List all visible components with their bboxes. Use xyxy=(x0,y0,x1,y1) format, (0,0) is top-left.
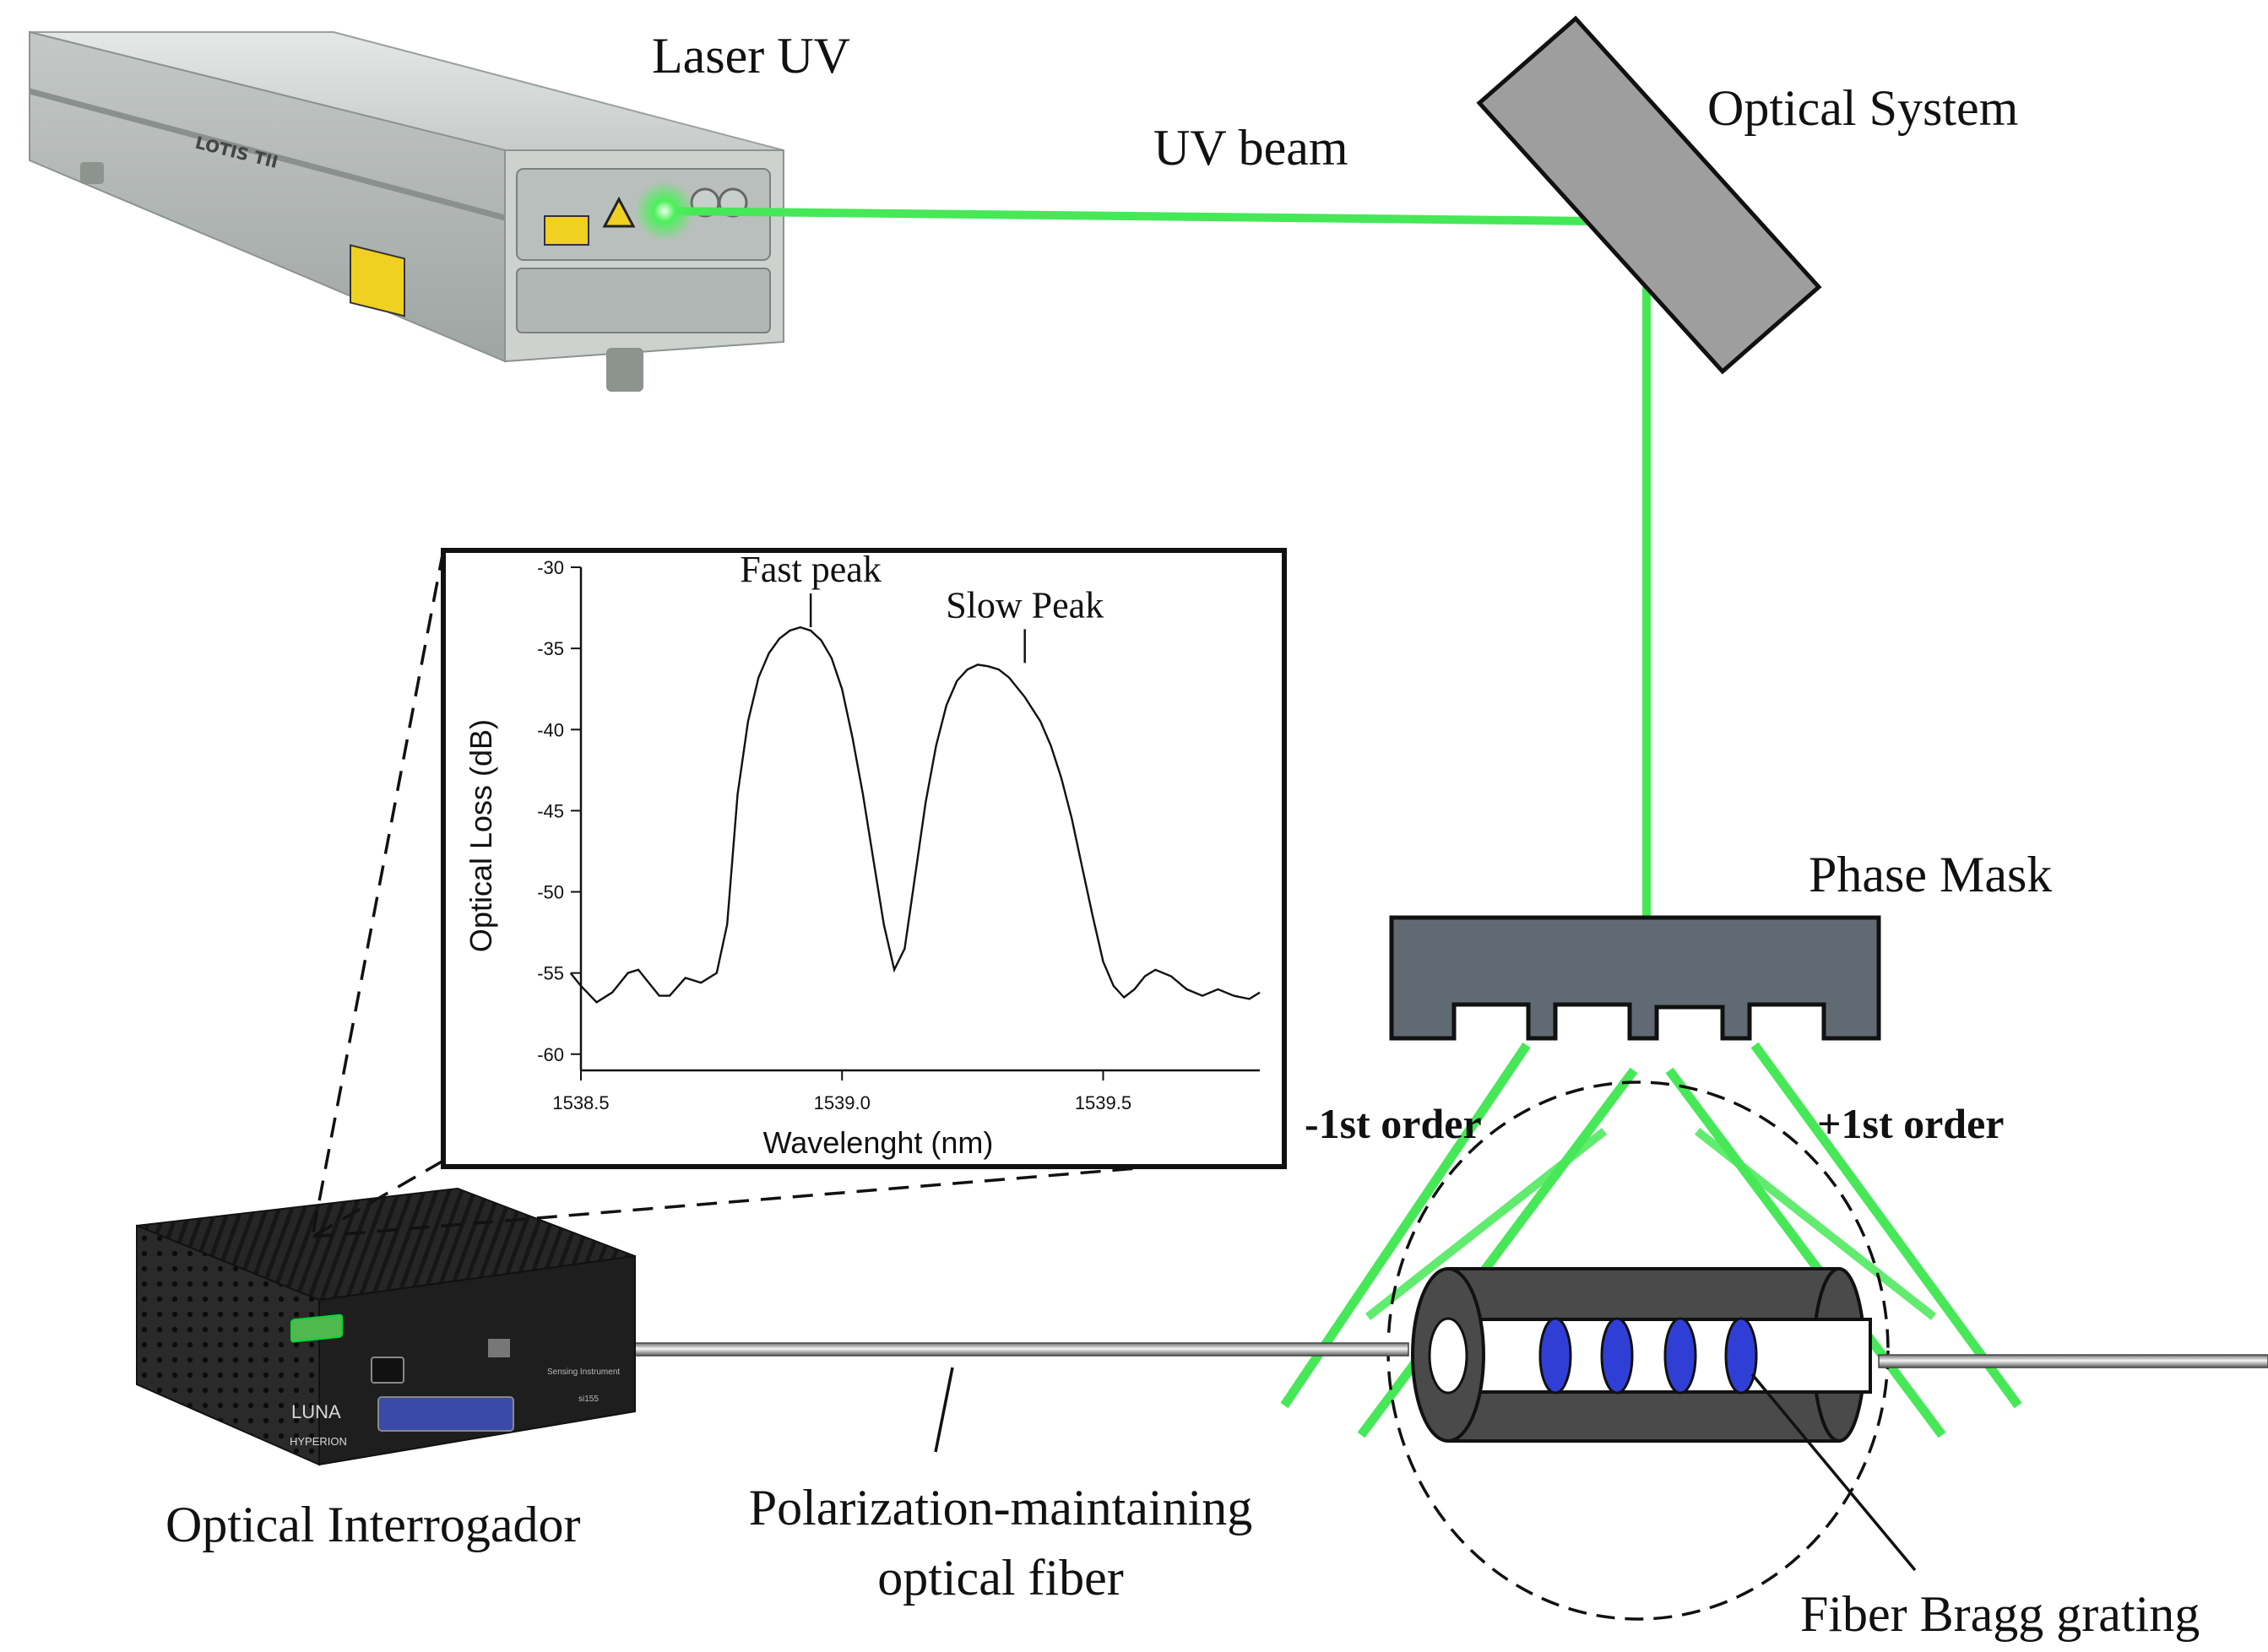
device-brand-text: LUNA xyxy=(291,1401,341,1422)
y-tick-label: -40 xyxy=(537,719,564,740)
y-tick-label: -50 xyxy=(537,882,564,903)
ethernet-port-icon xyxy=(488,1339,510,1357)
peak-label: Slow Peak xyxy=(946,584,1104,626)
device-caption-text: Sensing Instrument xyxy=(547,1368,620,1377)
diffracted-beams xyxy=(1280,1042,2022,1438)
interrogator-display xyxy=(377,1396,514,1432)
peak-label: Fast peak xyxy=(740,549,881,590)
phase-mask xyxy=(1389,915,1881,1041)
optical-interrogator-label: Optical Interrogador xyxy=(165,1497,581,1552)
phase-mask-label: Phase Mask xyxy=(1809,847,2053,902)
fbg-label: Fiber Bragg grating xyxy=(1800,1586,2200,1642)
y-axis-label: Optical Loss (dB) xyxy=(464,719,498,952)
fbg-tube xyxy=(1411,1267,1872,1443)
y-tick-label: -45 xyxy=(537,800,564,821)
plus-first-order-label: +1st order xyxy=(1817,1100,2005,1147)
laser-side-label xyxy=(350,244,405,317)
uv-beam xyxy=(634,181,1651,922)
laser-device: LOTIS TII xyxy=(29,30,784,392)
spectrum-chart: -30 -35 -40 -45 -50 -55 -60 1538.5 1539.0 1539.5W… xyxy=(464,549,1261,1160)
x-tick-label: 1539.0 xyxy=(814,1092,871,1113)
laser-uv-label: Laser UV xyxy=(652,28,850,84)
x-tick-label: 1538.5 xyxy=(552,1092,609,1113)
laser-warning-label xyxy=(544,215,589,246)
zoom-dashed-lines xyxy=(311,550,1229,1238)
spectrum-line xyxy=(569,626,1261,1004)
pm-optical-fiber xyxy=(546,1342,2268,1368)
y-tick-label: -55 xyxy=(537,963,564,984)
laser-hazard-icon xyxy=(602,196,636,228)
grating-planes xyxy=(1538,1317,1758,1395)
pm-fiber-leader-line xyxy=(934,1367,954,1453)
device-model-text: si155 xyxy=(578,1395,599,1404)
optical-interrogator: LUNA HYPERION Sensing Instrument si155 xyxy=(136,1187,636,1466)
fbg-leader-line xyxy=(1750,1373,1917,1572)
uv-beam-label: UV beam xyxy=(1153,120,1348,176)
laser-foot xyxy=(606,348,643,392)
optical-system-label: Optical System xyxy=(1707,80,2019,136)
x-axis-label: Wavelenght (nm) xyxy=(763,1125,994,1160)
optical-system xyxy=(1476,15,1822,375)
y-tick-label: -60 xyxy=(537,1044,564,1065)
x-tick-label: 1539.5 xyxy=(1075,1092,1131,1113)
minus-first-order-label: -1st order xyxy=(1305,1100,1482,1147)
inset-chart-frame xyxy=(441,548,1287,1169)
interrogator-switch xyxy=(371,1357,404,1384)
laser-aperture-glow xyxy=(634,181,695,241)
y-tick-label: -35 xyxy=(537,638,564,659)
pm-fiber-label: Polarization-maintaining optical fiber xyxy=(748,1480,1253,1606)
laser-foot xyxy=(80,162,104,184)
device-series-text: HYPERION xyxy=(290,1435,347,1448)
interrogator-connector xyxy=(290,1313,343,1343)
y-tick-label: -30 xyxy=(537,557,564,578)
